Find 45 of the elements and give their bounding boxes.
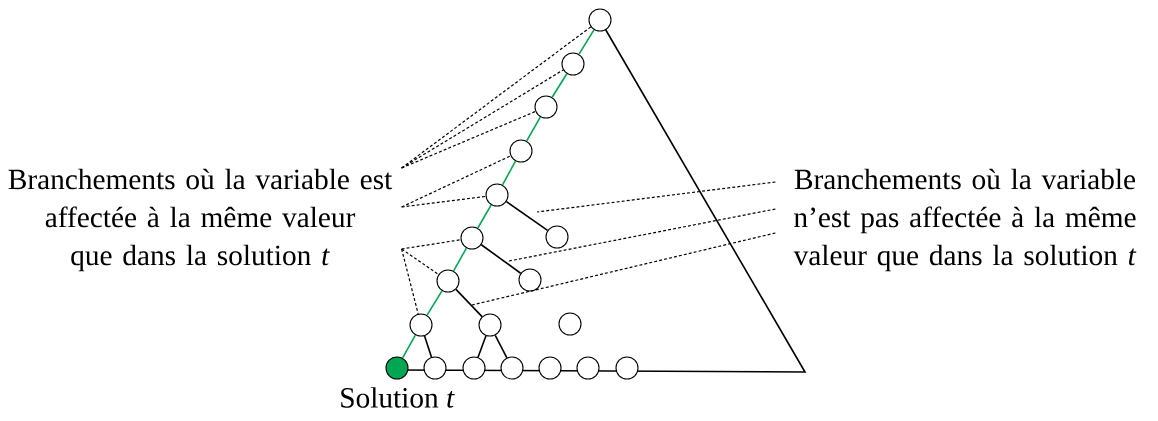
tree-edge: [578, 29, 595, 55]
tree-node-circle: [558, 312, 582, 336]
leader-line: [401, 110, 536, 169]
tree-edge: [505, 200, 549, 232]
tree-node-circle: [561, 52, 585, 76]
tree-edge: [455, 288, 483, 318]
tree-edge: [426, 290, 443, 316]
tree-node-circle: [485, 183, 509, 207]
tree-edge: [480, 243, 522, 275]
tree-node-circle: [518, 268, 542, 292]
leader-line: [401, 239, 462, 250]
tree-edge: [551, 72, 568, 99]
leader-line: [508, 208, 776, 262]
tree-node-circle: [509, 139, 533, 163]
tree-node-circle: [478, 313, 502, 337]
tree-node-circle: [409, 313, 433, 337]
tree-edge: [401, 334, 417, 359]
tree-node-circle: [615, 356, 639, 380]
tree-edge: [501, 160, 517, 186]
leader-line: [401, 248, 440, 276]
tree-edge: [477, 204, 492, 229]
leader-line: [401, 195, 487, 208]
tree-node-circle: [538, 356, 562, 380]
annotation-text: Branchements où la variable est affectée à la même valeur que dans la solution t: [8, 168, 393, 272]
annotation-text: Branchements où la variable n’est pas affectée à la même valeur que dans la solution t: [793, 168, 1137, 272]
leader-line: [536, 181, 776, 213]
leader-line: [401, 155, 512, 208]
tree-node-circle: [423, 356, 447, 380]
tree-node-circle: [462, 356, 486, 380]
tree-edge: [525, 116, 542, 142]
leader-line: [401, 26, 592, 169]
tree-edge: [423, 335, 433, 358]
tree-edge: [477, 335, 487, 358]
node-caption: Solution t: [341, 387, 455, 408]
tree-node-circle: [545, 225, 569, 249]
tree-edge: [494, 334, 508, 359]
leader-line: [401, 248, 419, 315]
tree-node-circle: [460, 226, 484, 250]
tree-node-circle: [576, 356, 600, 380]
tree-node-circle: [588, 8, 612, 32]
tree-node-circle: [500, 356, 524, 380]
leader-line: [471, 232, 776, 306]
tree-node-circle: [436, 269, 460, 293]
tree-edge: [452, 247, 468, 272]
tree-node-circle: [534, 95, 558, 119]
